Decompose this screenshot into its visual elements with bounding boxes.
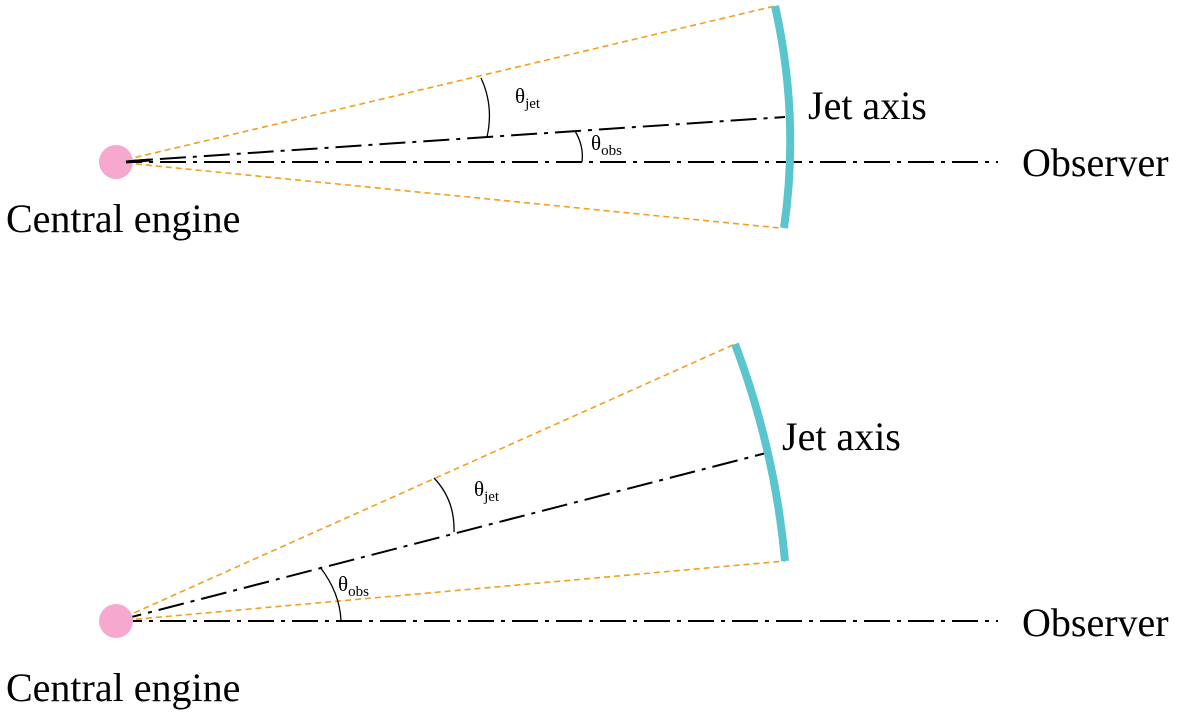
observer-label: Observer xyxy=(1022,600,1169,645)
jet-axis-line xyxy=(115,116,786,163)
engine-axis-stub xyxy=(125,158,151,164)
jet-axis-label: Jet axis xyxy=(808,83,927,128)
jet-front xyxy=(771,5,795,229)
theta-jet-label: θjet xyxy=(515,84,541,112)
jet-front xyxy=(731,342,789,562)
jet-axis-line xyxy=(115,451,771,622)
jet-axis-label: Jet axis xyxy=(782,414,901,459)
central-engine-dot xyxy=(99,145,133,179)
theta-obs-arc xyxy=(574,130,583,163)
central-engine-dot xyxy=(99,604,133,638)
theta-jet-arc xyxy=(433,477,455,533)
cone-edge-lower xyxy=(115,560,786,622)
panel-top: θjet θobs Jet axis Observer Central engi… xyxy=(6,5,1169,241)
cone-edge-upper xyxy=(115,5,776,163)
panel-bottom: θjet θobs Jet axis Observer Central engi… xyxy=(6,342,1169,710)
observer-label: Observer xyxy=(1022,140,1169,185)
cone-edge-lower xyxy=(115,161,781,229)
theta-jet-arc xyxy=(480,77,491,138)
theta-obs-label: θobs xyxy=(591,131,622,159)
theta-obs-arc xyxy=(319,566,342,622)
theta-jet-label: θjet xyxy=(474,477,500,505)
central-engine-label: Central engine xyxy=(6,196,240,241)
central-engine-label: Central engine xyxy=(6,665,240,710)
theta-obs-label: θobs xyxy=(338,572,369,600)
cone-edge-upper xyxy=(115,343,736,622)
